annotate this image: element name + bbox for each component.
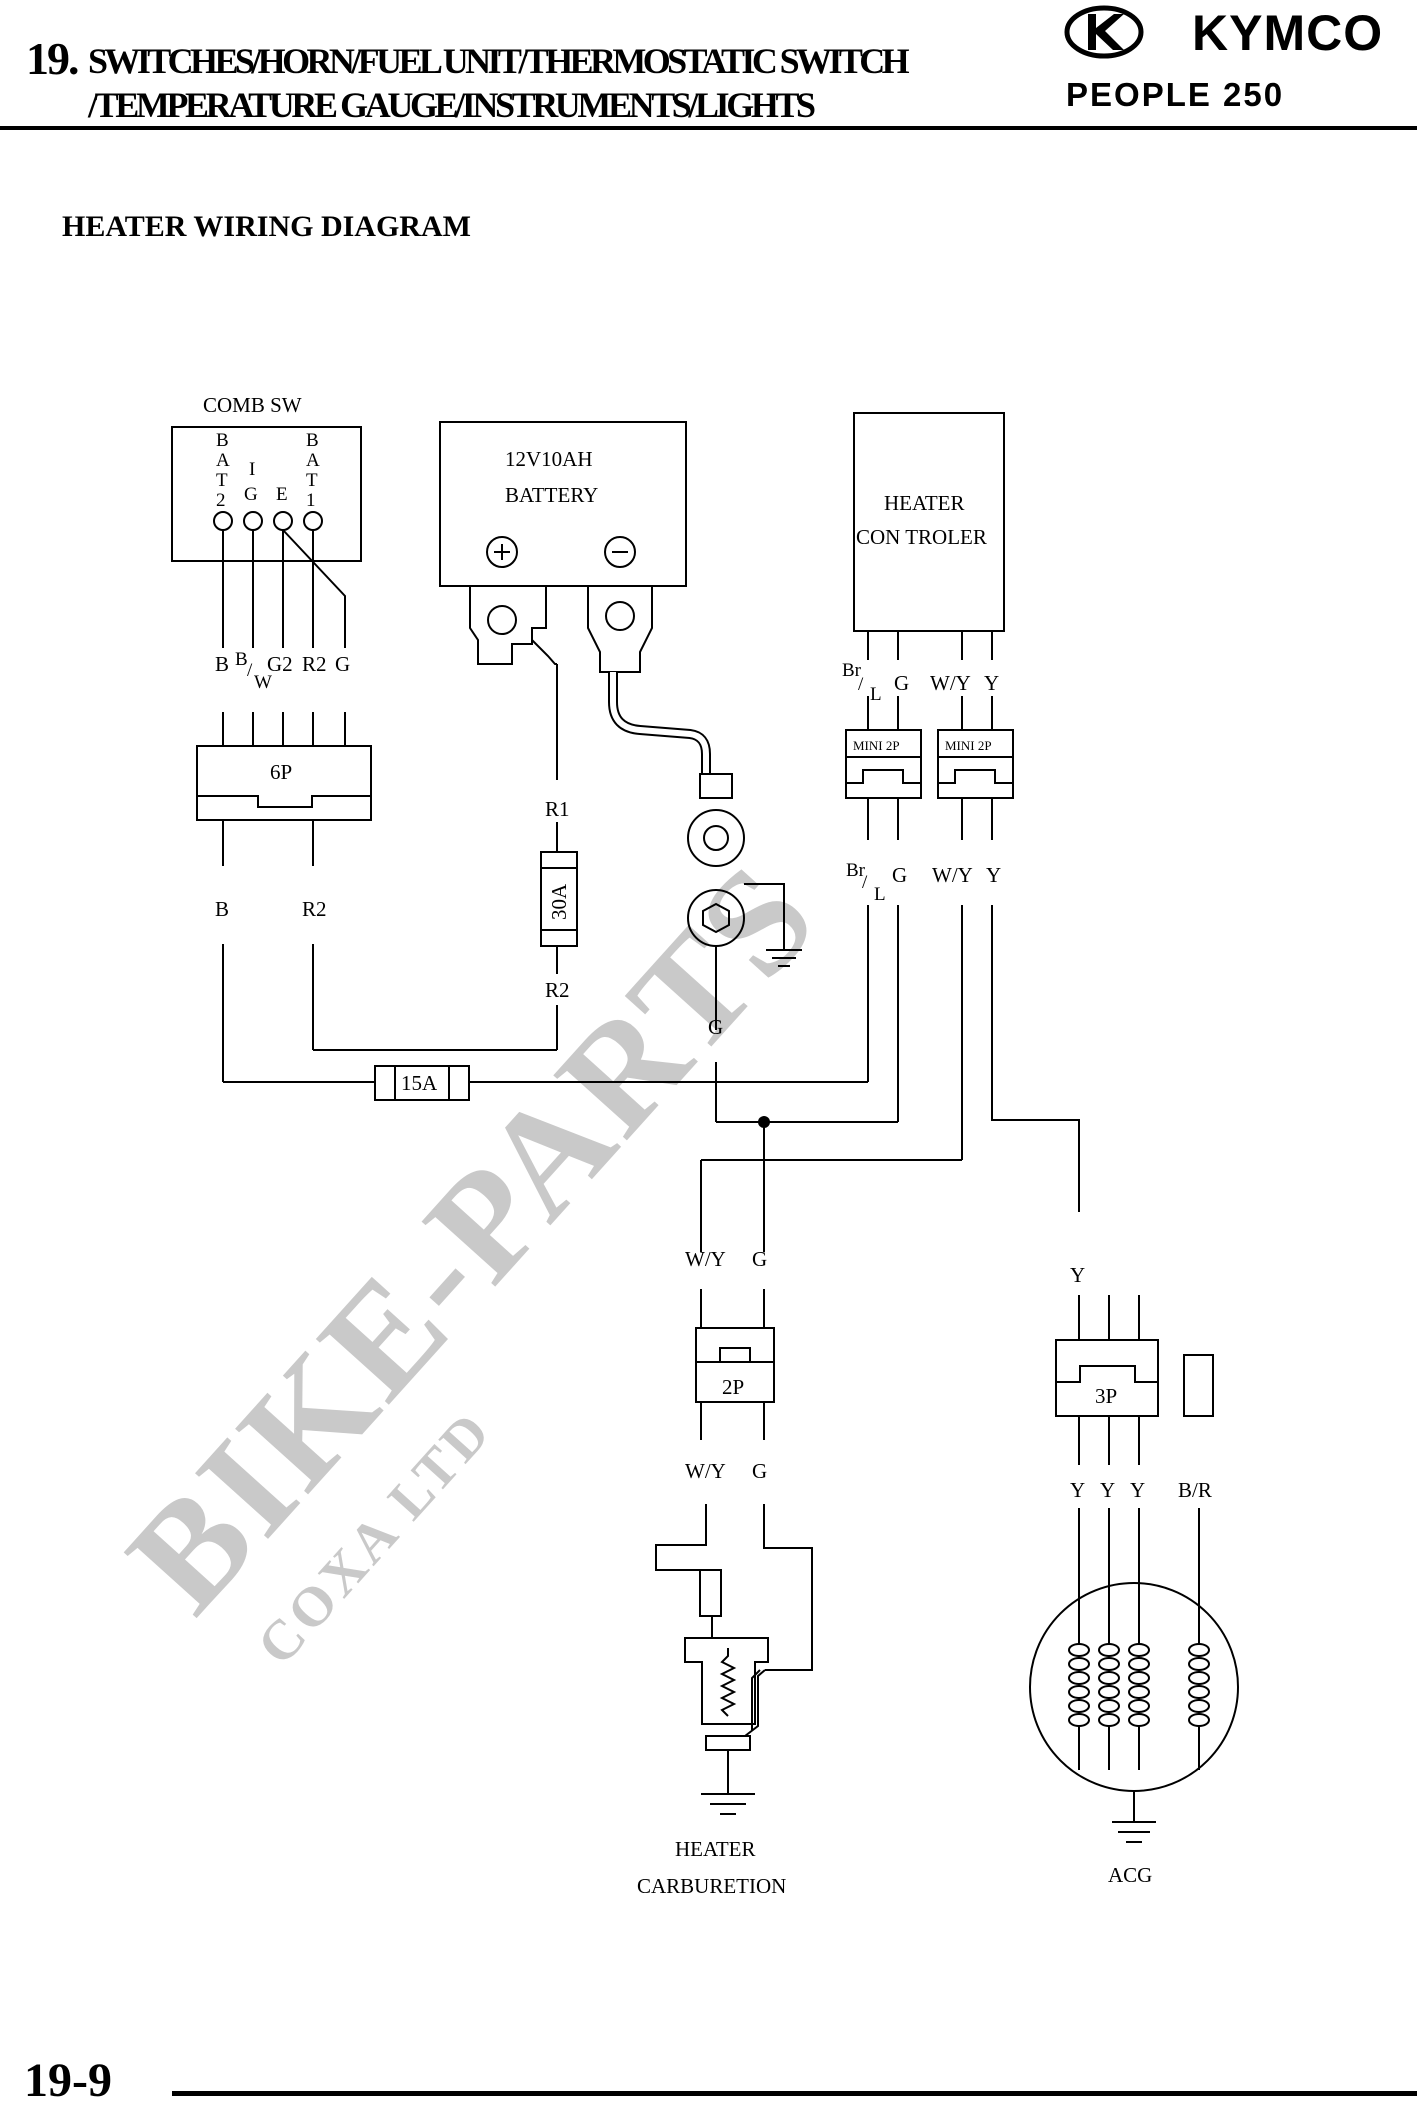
wire-label-bw-w: W — [254, 672, 272, 693]
pin-bat1-4: 1 — [306, 490, 316, 511]
wire-label-b: B — [215, 652, 229, 676]
top-wire-br: Br — [842, 660, 862, 681]
pin-e: E — [276, 484, 288, 505]
acg-wire-y3: Y — [1130, 1478, 1145, 1502]
pin-ig-2: G — [244, 484, 258, 505]
acg-coils — [1068, 1643, 1210, 1727]
mini-2p-right-label: MINI 2P — [945, 738, 992, 753]
top-wire-slash: / — [858, 674, 864, 695]
battery-label: BATTERY — [505, 483, 598, 507]
pin-ig-1: I — [249, 459, 255, 480]
wire-r1: R1 — [545, 797, 570, 821]
top-wire-l: L — [870, 684, 882, 705]
header-rule — [0, 126, 1417, 130]
fuse-30a-label: 30A — [547, 883, 571, 920]
chapter-title-line1: SWITCHES/HORN/FUEL UNIT/THERMOSTATIC SWI… — [88, 41, 910, 81]
bottom-wire-y: Y — [986, 863, 1001, 887]
pin-bat1-3: T — [306, 470, 318, 491]
connector-2p-bottom-wy: W/Y — [685, 1459, 726, 1483]
comb-sw-label: COMB SW — [203, 393, 302, 417]
fuse-30a — [540, 851, 578, 947]
bottom-wire-wy: W/Y — [932, 863, 973, 887]
controller-label-1: HEATER — [884, 491, 965, 515]
wire-label-g2: G2 — [267, 652, 293, 676]
footer-rule — [172, 2091, 1417, 2096]
connector-6p-label: 6P — [270, 760, 292, 784]
wire-label-g: G — [335, 652, 350, 676]
connector-2p-top-wy: W/Y — [685, 1247, 726, 1271]
connector-2p-bottom-g: G — [752, 1459, 767, 1483]
bottom-wire-g: G — [892, 863, 907, 887]
bottom-wire-l: L — [874, 884, 886, 905]
connector-3p-label: 3P — [1095, 1384, 1117, 1408]
ground-lug — [687, 773, 802, 1030]
watermark-main: BIKE-PARTS — [96, 832, 849, 1642]
kymco-logo-icon — [1064, 5, 1144, 59]
comb-switch — [171, 426, 362, 648]
pin-bat1-1: B — [306, 430, 319, 451]
brand-name: KYMCO — [1192, 5, 1384, 61]
heater-carburetion — [655, 1504, 813, 1815]
top-wire-wy: W/Y — [930, 671, 971, 695]
connector-3p-top-y: Y — [1070, 1263, 1085, 1287]
battery-spec: 12V10AH — [505, 447, 593, 471]
acg-label: ACG — [1108, 1863, 1152, 1887]
wire-g-ground: G — [708, 1015, 723, 1039]
section-title: HEATER WIRING DIAGRAM — [62, 210, 471, 243]
acg-wire-br: B/R — [1178, 1478, 1212, 1502]
mini-2p-connector-right — [937, 729, 1014, 840]
watermark: BIKE-PARTS COXA LTD — [96, 832, 849, 1677]
acg-wire-y1: Y — [1070, 1478, 1085, 1502]
wire-r2-fuse: R2 — [545, 978, 570, 1002]
top-wire-y: Y — [984, 671, 999, 695]
junction-dot — [758, 1116, 770, 1128]
controller-label-2: CON TROLER — [856, 525, 987, 549]
chapter-number: 19. — [26, 33, 79, 84]
mini-2p-connector-left — [845, 729, 922, 840]
wire-label-bw-slash: / — [247, 660, 253, 681]
pin-bat2-1: B — [216, 430, 229, 451]
acg-wire-y2: Y — [1100, 1478, 1115, 1502]
page-number: 19-9 — [24, 2054, 112, 2107]
pin-bat1-2: A — [306, 450, 320, 471]
wire-out-r2: R2 — [302, 897, 327, 921]
bottom-wire-br: Br — [846, 860, 866, 881]
model-name: PEOPLE 250 — [1066, 76, 1285, 113]
mini-2p-left-label: MINI 2P — [853, 738, 900, 753]
connector-3p — [1055, 1295, 1214, 1465]
chapter-title-line2: /TEMPERATURE GAUGE/INSTRUMENTS/LIGHTS — [88, 85, 816, 125]
heater-carb-label-2: CARBURETION — [637, 1874, 786, 1898]
connector-2p — [695, 1289, 775, 1440]
heater-controller — [853, 412, 1005, 730]
bottom-wire-slash: / — [862, 872, 868, 893]
connector-2p-top-g: G — [752, 1247, 767, 1271]
wire-out-b: B — [215, 897, 229, 921]
pin-bat2-2: A — [216, 450, 230, 471]
wire-label-r2: R2 — [302, 652, 327, 676]
connector-6p — [196, 712, 372, 866]
pin-bat2-3: T — [216, 470, 228, 491]
heater-carb-label-1: HEATER — [675, 1837, 756, 1861]
fuse-15a-label: 15A — [401, 1071, 438, 1095]
connector-2p-label: 2P — [722, 1375, 744, 1399]
top-wire-g: G — [894, 671, 909, 695]
pin-bat2-4: 2 — [216, 490, 226, 511]
wire-label-bw-b: B — [235, 649, 248, 670]
